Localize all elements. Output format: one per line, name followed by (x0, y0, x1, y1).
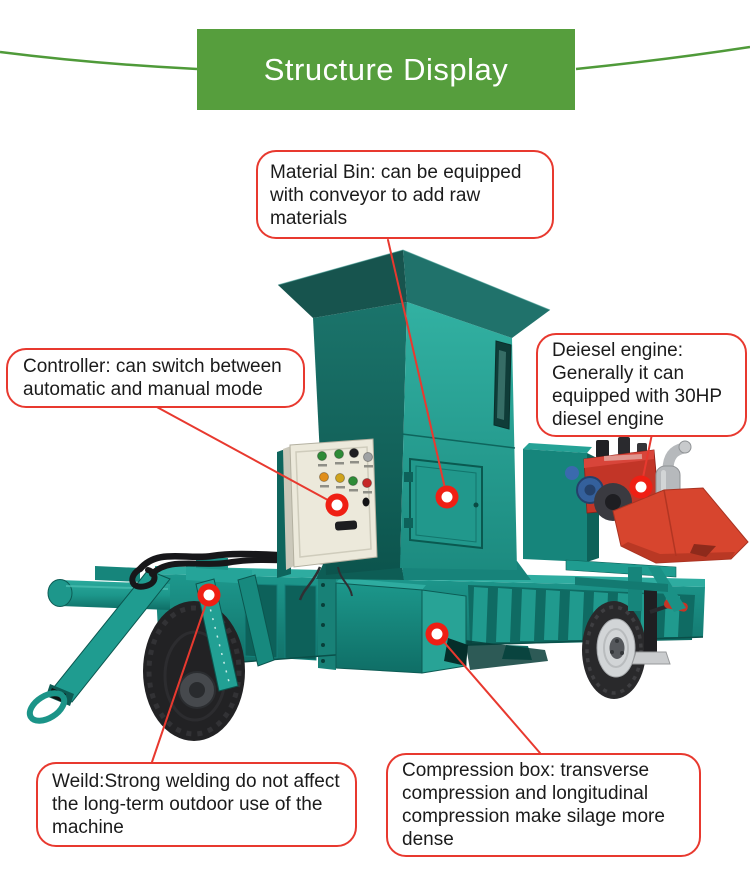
title-banner: Structure Display (197, 29, 575, 110)
callout-weld-text: Weild:Strong welding do not affect the l… (52, 771, 340, 838)
page-title: Structure Display (263, 52, 509, 87)
leader-lines (151, 239, 653, 763)
hopper-rim-right (403, 250, 550, 338)
engine-platform (565, 559, 686, 612)
marker-dot-controller (325, 493, 349, 517)
button-labels (318, 461, 373, 494)
material-bin-hopper (277, 249, 551, 580)
callout-material-bin: Material Bin: can be equipped with conve… (256, 150, 554, 239)
hopper-rim-left (278, 250, 407, 318)
leader-compression-box (436, 633, 541, 754)
callout-diesel-engine-text: Deiesel engine: Generally it can equippe… (552, 340, 722, 430)
belt-guard (612, 487, 749, 564)
sight-window (493, 340, 512, 430)
leader-controller (154, 405, 338, 506)
leader-material-bin (387, 239, 448, 498)
panel-buttons (317, 448, 373, 488)
callout-compression-box-text: Compression box: transverse compression … (402, 760, 665, 850)
callout-material-bin-text: Material Bin: can be equipped with conve… (270, 162, 522, 229)
weld-bolts (321, 583, 325, 663)
tow-bar (26, 569, 171, 724)
right-wheel (582, 601, 646, 699)
callout-diesel-engine: Deiesel engine: Generally it can equippe… (536, 333, 747, 437)
marker-dot-material-bin (435, 485, 459, 509)
hitch-loop (26, 690, 68, 724)
marker-dot-compression-box (425, 622, 449, 646)
leader-weld (151, 594, 210, 763)
marker-dot-diesel-engine (629, 475, 653, 499)
callout-controller-text: Controller: can switch between automatic… (23, 356, 282, 400)
callout-compression-box: Compression box: transverse compression … (386, 753, 701, 857)
callout-weld: Weild:Strong welding do not affect the l… (36, 762, 357, 847)
marker-dot-weld (197, 583, 221, 607)
callout-controller: Controller: can switch between automatic… (6, 348, 305, 408)
marker-dots (197, 475, 653, 646)
decorative-green-lines (0, 45, 750, 71)
